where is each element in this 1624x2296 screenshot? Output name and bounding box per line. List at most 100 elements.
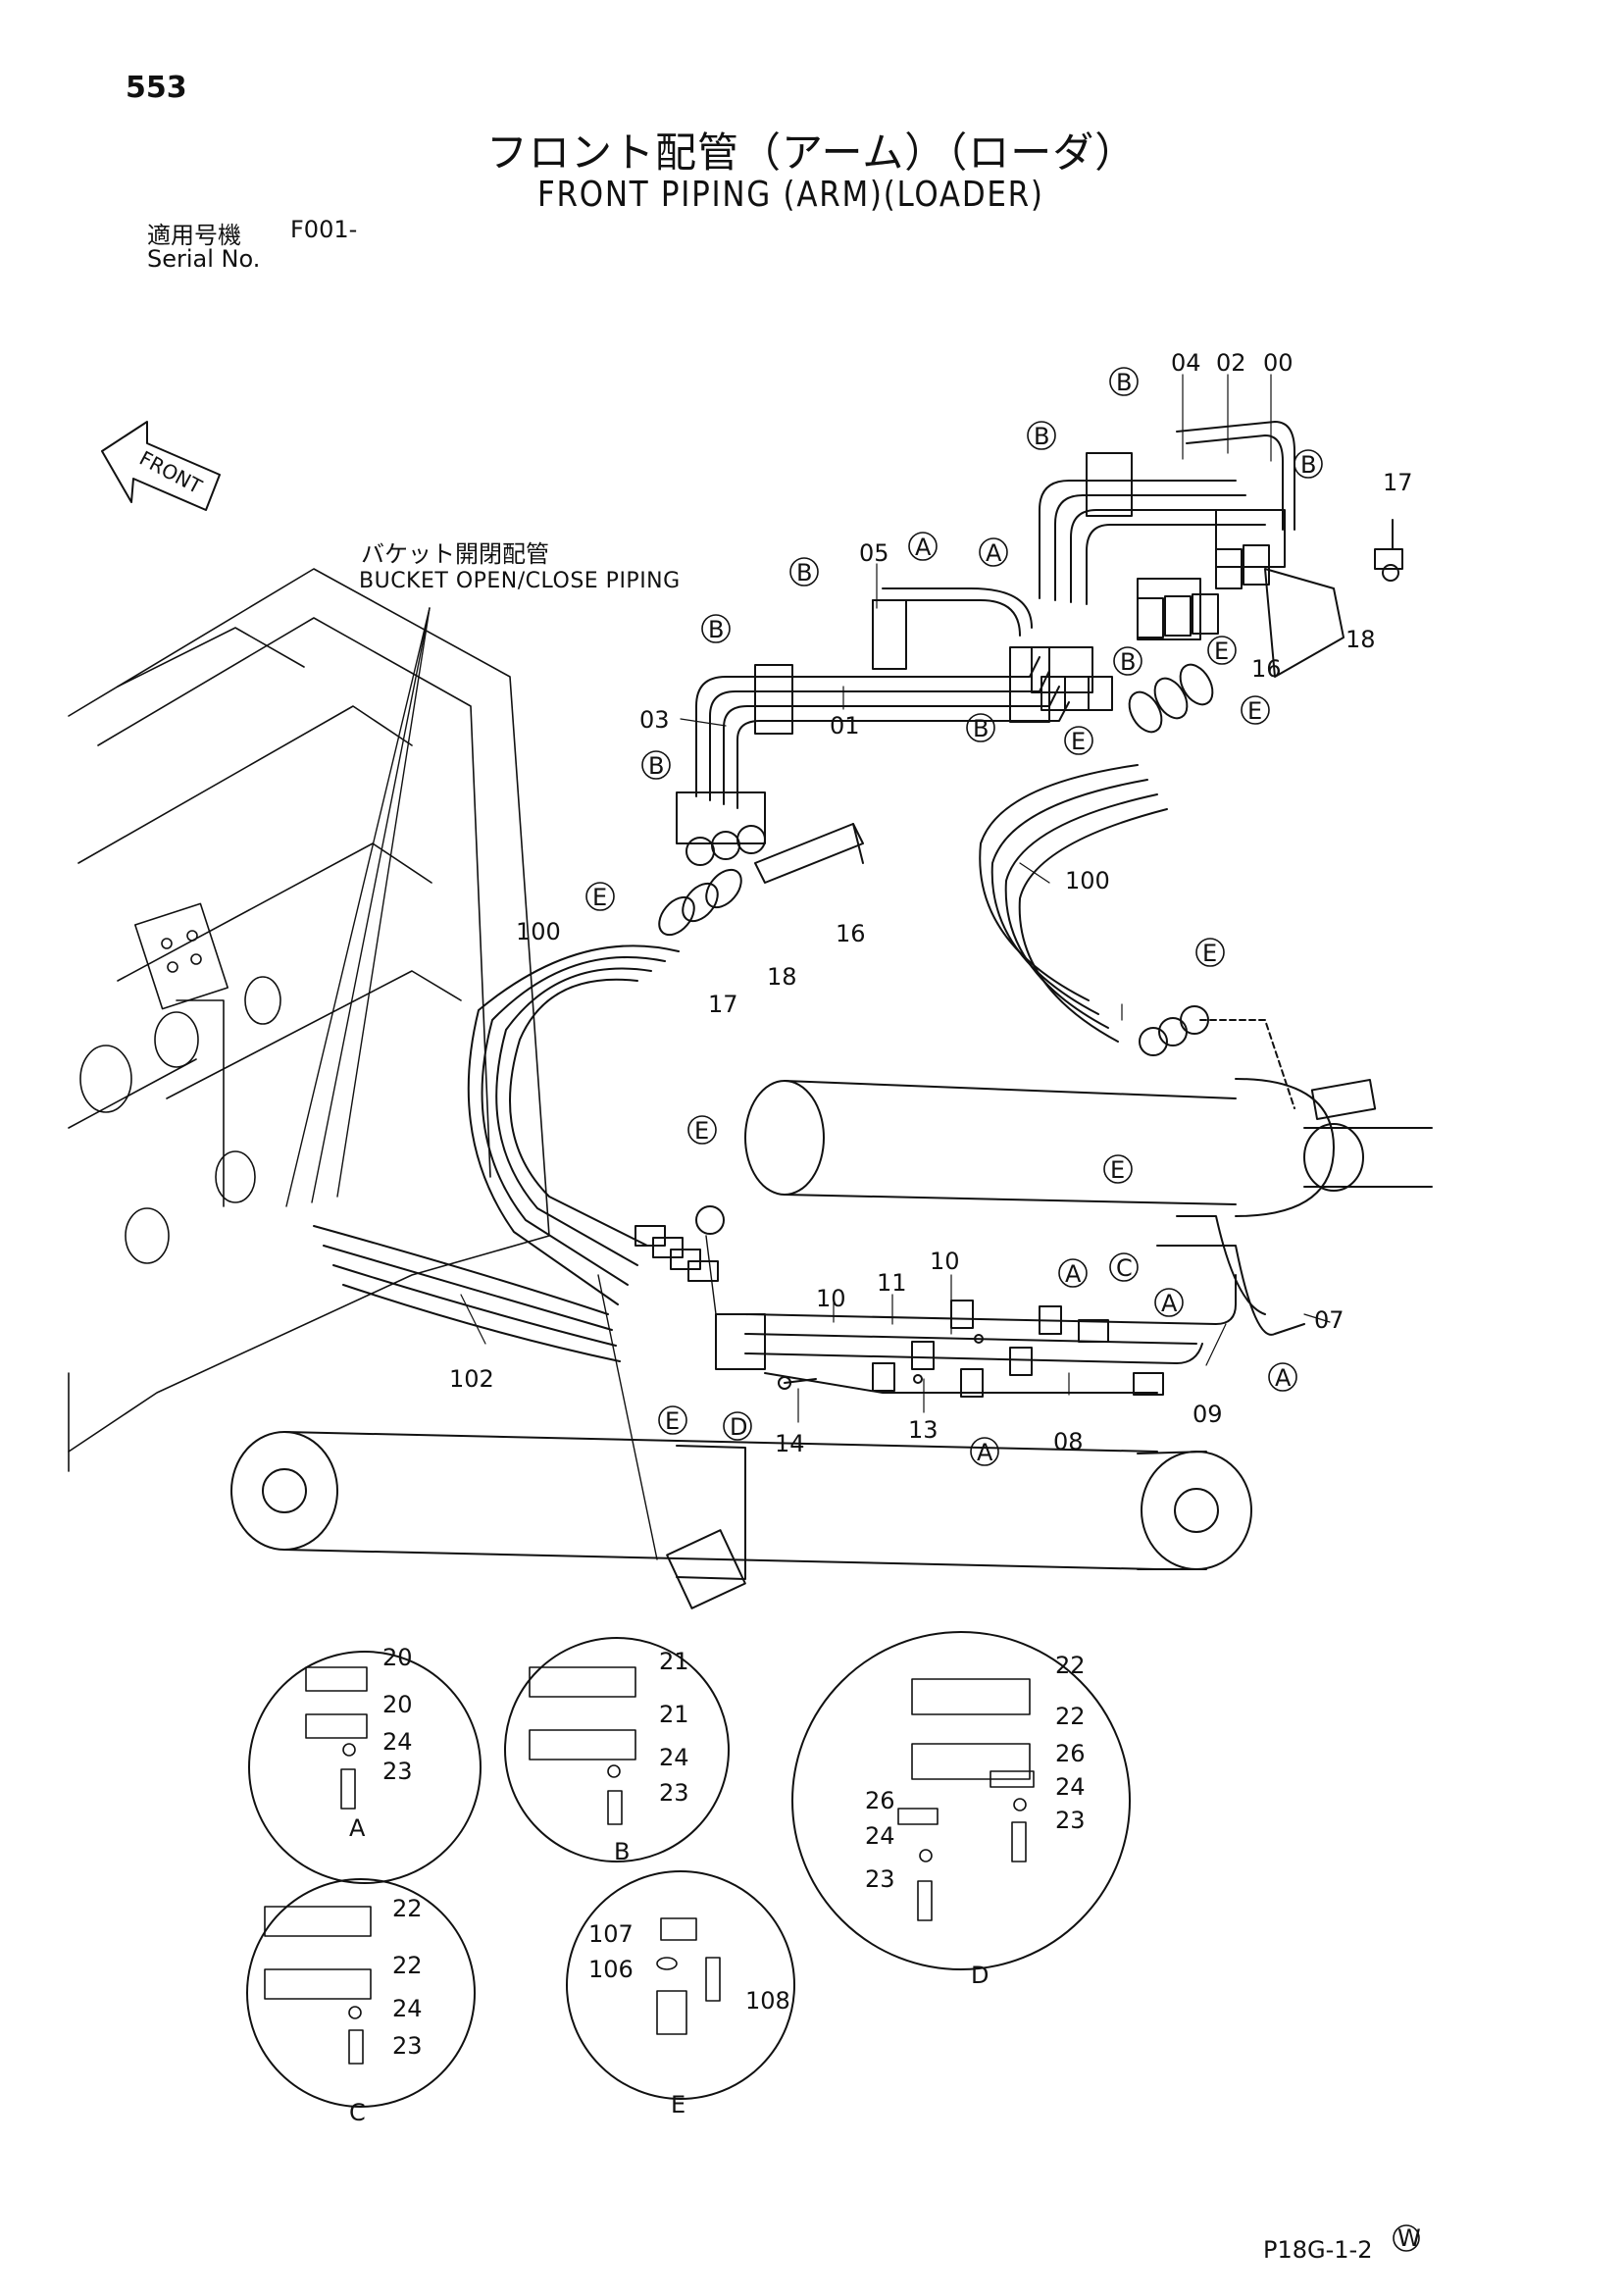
marker-b-4: B <box>796 559 812 587</box>
detail-a-parts <box>305 1666 368 1810</box>
callout-13: 13 <box>908 1416 939 1444</box>
detail-labels: A B D C E <box>349 1814 989 2126</box>
marker-e-6: E <box>694 1117 709 1145</box>
upper-pipe-assembly-right <box>1039 421 1403 678</box>
callout-16-left: 16 <box>836 920 866 947</box>
detail-a-callout-24: 24 <box>382 1728 413 1756</box>
detail-b-parts <box>529 1666 636 1825</box>
callout-11: 11 <box>877 1269 907 1297</box>
callout-10-upper: 10 <box>930 1248 960 1275</box>
serial-label-jp: 適用号機 <box>147 222 241 249</box>
figure-code: P18G-1-2 <box>1263 2236 1373 2264</box>
marker-b-5: B <box>708 616 724 643</box>
detail-label-c: C <box>349 2099 366 2126</box>
marker-a-3: A <box>1065 1260 1082 1288</box>
marker-e-4: E <box>592 884 607 911</box>
detail-c-callout-22b: 22 <box>392 1952 423 1979</box>
detail-b-callout-24: 24 <box>659 1744 689 1771</box>
callout-100-right: 100 <box>1065 867 1110 894</box>
detail-e-callout-108: 108 <box>745 1987 790 2015</box>
detail-c-callout-22a: 22 <box>392 1895 423 1922</box>
detail-circle-c-large <box>791 1631 1131 1970</box>
callout-05: 05 <box>859 539 889 567</box>
callout-03: 03 <box>639 706 670 734</box>
marker-d-1: D <box>730 1413 747 1441</box>
detail-circle-a <box>248 1651 482 1884</box>
detail-circle-c <box>246 1878 476 2108</box>
marker-b-6: B <box>1120 648 1136 676</box>
detail-c-large-parts <box>897 1678 1035 1921</box>
callout-17-left: 17 <box>708 991 738 1018</box>
callout-02: 02 <box>1216 349 1246 377</box>
bucket-piping-label-jp: バケット開閉配管 <box>361 540 549 568</box>
marker-e-1: E <box>1214 638 1229 665</box>
detail-c-parts <box>264 1906 372 2065</box>
detail-b-callout-21a: 21 <box>659 1648 689 1675</box>
marker-e-3: E <box>1247 697 1262 725</box>
detail-a-callout-23: 23 <box>382 1758 413 1785</box>
detail-c-callout-23: 23 <box>392 2032 423 2060</box>
marker-e-5: E <box>1202 940 1217 967</box>
lower-pipe-assembly <box>313 1215 1305 1398</box>
detail-c-callout-24: 24 <box>392 1995 423 2022</box>
callout-10-lower: 10 <box>816 1285 846 1312</box>
callout-18-right: 18 <box>1345 626 1376 653</box>
detail-d-callout-23a: 23 <box>1055 1807 1086 1834</box>
bucket-piping-label-en: BUCKET OPEN/CLOSE PIPING <box>359 569 681 593</box>
footer-mark: W <box>1397 2224 1421 2252</box>
detail-d-callout-22b: 22 <box>1055 1703 1086 1730</box>
callout-08: 08 <box>1053 1428 1084 1455</box>
callout-16-right: 16 <box>1251 655 1282 683</box>
callout-102: 102 <box>449 1365 494 1393</box>
marker-a-5: A <box>1275 1364 1292 1392</box>
callout-17-right: 17 <box>1383 469 1413 496</box>
detail-e-parts <box>656 1917 721 2035</box>
page-title-jp: フロント配管（アーム）（ローダ） <box>486 128 1138 177</box>
marker-a-2: A <box>986 539 1002 567</box>
callouts: 04 02 00 17 18 16 05 03 01 16 17 18 100 … <box>382 349 1413 2060</box>
front-direction-arrow: FRONT <box>101 421 221 511</box>
marker-e-8: E <box>665 1407 680 1435</box>
clamp-letter-texts: B B B A A B B B E B E E B E E E E A C A … <box>592 369 1421 2252</box>
callout-01: 01 <box>830 712 860 740</box>
upper-cylinder <box>744 1078 1433 1217</box>
detail-e-callout-106: 106 <box>588 1956 634 1983</box>
bucket-piping-leaders <box>285 607 431 1207</box>
detail-label-e: E <box>671 2091 685 2118</box>
callout-07: 07 <box>1314 1306 1345 1334</box>
detail-label-d: D <box>971 1962 989 1989</box>
serial-value: F001- <box>290 216 358 243</box>
detail-label-a: A <box>349 1814 366 1842</box>
marker-b-2: B <box>1034 423 1049 450</box>
callout-00: 00 <box>1263 349 1294 377</box>
callout-09: 09 <box>1193 1401 1223 1428</box>
marker-b-3: B <box>1300 451 1316 479</box>
detail-label-b: B <box>614 1838 630 1865</box>
marker-e-2: E <box>1071 728 1086 755</box>
callout-leaders <box>460 374 1331 1423</box>
lower-cylinder <box>230 1235 1252 1609</box>
detail-a-callout-20a: 20 <box>382 1644 413 1671</box>
page-title-en: FRONT PIPING (ARM)(LOADER) <box>537 175 1044 215</box>
detail-d-callout-26b: 26 <box>865 1787 895 1814</box>
callout-04: 04 <box>1171 349 1201 377</box>
detail-circle-e <box>566 1870 795 2100</box>
marker-b-1: B <box>1116 369 1132 396</box>
detail-d-callout-22a: 22 <box>1055 1652 1086 1679</box>
detail-d-callout-26a: 26 <box>1055 1740 1086 1767</box>
detail-b-callout-23: 23 <box>659 1779 689 1807</box>
callout-100-left: 100 <box>516 918 561 945</box>
marker-a-1: A <box>915 534 932 561</box>
detail-a-callout-20b: 20 <box>382 1691 413 1718</box>
marker-c-1: C <box>1116 1254 1133 1282</box>
callout-14: 14 <box>775 1430 805 1457</box>
detail-b-callout-21b: 21 <box>659 1701 689 1728</box>
marker-b-7: B <box>973 715 989 742</box>
clamp-letter-markers <box>585 367 1420 2252</box>
detail-d-callout-24a: 24 <box>1055 1773 1086 1801</box>
marker-a-6: A <box>977 1439 993 1466</box>
hose-bundle-left <box>467 868 742 1305</box>
callout-18-left: 18 <box>767 963 797 991</box>
detail-e-callout-107: 107 <box>588 1920 634 1948</box>
